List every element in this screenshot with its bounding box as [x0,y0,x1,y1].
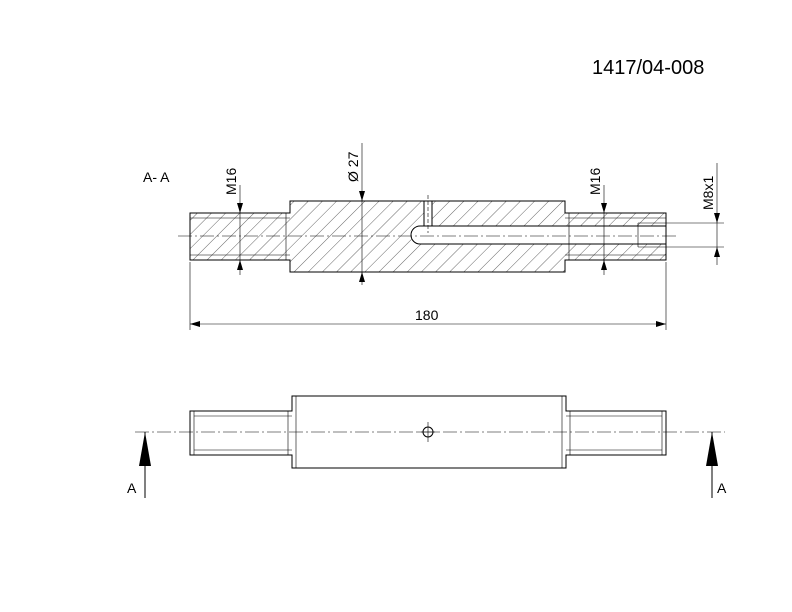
dim-thread-left-text: M16 [223,168,239,195]
section-label: A- A [143,169,170,185]
cut-marker-right: A [706,432,727,498]
dim-overall-length: 180 [189,262,667,330]
cut-marker-right-label: A [717,480,727,496]
elevation-outline [189,395,667,469]
arrow-up-icon [706,432,718,466]
section-view [178,195,678,273]
dim-thread-right: M16 [587,168,607,275]
cut-marker-left: A [127,432,151,498]
section-outline [189,200,667,273]
elevation-view [135,395,725,469]
dim-thread-left: M16 [223,168,243,275]
axial-bore [410,225,666,245]
dim-diameter-text: Ø 27 [345,151,361,182]
dim-thread-right-text: M16 [587,168,603,195]
dim-overall-length-text: 180 [415,307,439,323]
cut-marker-left-label: A [127,480,137,496]
dim-fine-thread: M8x1 [666,163,724,265]
dim-diameter: Ø 27 [345,143,365,285]
arrow-up-icon [139,432,151,466]
dim-fine-thread-text: M8x1 [700,176,716,210]
drawing-number: 1417/04-008 [592,57,704,79]
